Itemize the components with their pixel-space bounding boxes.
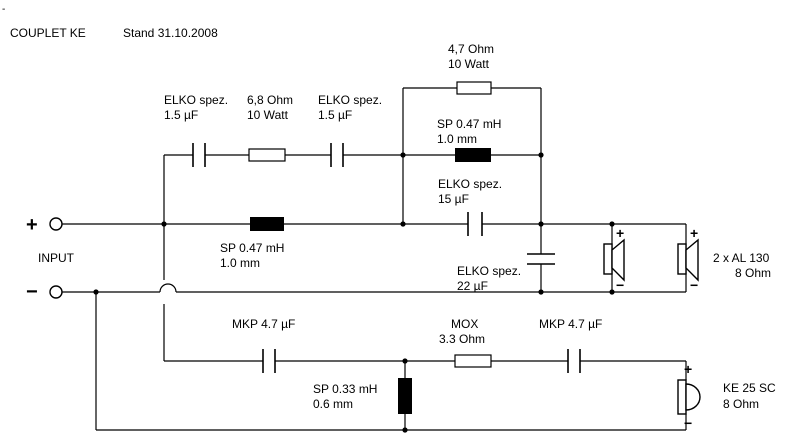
input-minus-terminal[interactable] — [49, 285, 63, 299]
input-plus-terminal[interactable] — [49, 217, 63, 231]
input-label: INPUT — [38, 251, 75, 265]
junction-dot — [609, 221, 615, 227]
junction-dot — [93, 289, 99, 295]
woofer-right-minus: − — [690, 277, 698, 293]
r3-value-label: 3.3 Ohm — [439, 332, 485, 346]
resistor-r3: MOX 3.3 Ohm — [439, 317, 492, 368]
inductor-l2: SP 0.47 mH 1.0 mm — [220, 217, 284, 270]
capacitor-c5: MKP 4.7 µF — [232, 317, 295, 373]
l3-wire-label: 0.6 mm — [313, 397, 353, 411]
c2-type-label: ELKO spez. — [318, 93, 382, 107]
woofer-impedance-label: 8 Ohm — [735, 266, 771, 280]
l1-wire-label: 1.0 mm — [437, 132, 477, 146]
resistor-r1: 6,8 Ohm 10 Watt — [247, 93, 293, 162]
l2-value-label: SP 0.47 mH — [220, 241, 284, 255]
woofer-left-plus: + — [616, 225, 624, 241]
resistor-r2: 4,7 Ohm 10 Watt — [448, 42, 494, 95]
tweeter-impedance-label: 8 Ohm — [723, 397, 759, 411]
junction-dot — [400, 152, 406, 158]
c6-type-label: MKP 4.7 µF — [539, 317, 602, 331]
schematic-date: Stand 31.10.2008 — [123, 26, 218, 40]
tweeter-plus: + — [684, 361, 692, 377]
schematic-title: COUPLET KE — [10, 26, 86, 40]
inductor-l3: SP 0.33 mH 0.6 mm — [313, 378, 412, 414]
c2-value-label: 1.5 µF — [318, 108, 352, 122]
r1-value-label: 6,8 Ohm — [247, 93, 293, 107]
capacitor-c6: MKP 4.7 µF — [539, 317, 602, 373]
c4-type-label: ELKO spez. — [457, 264, 521, 278]
woofer-model-label: 2 x AL 130 — [713, 251, 770, 265]
junction-dot — [538, 289, 544, 295]
c1-value-label: 1.5 µF — [164, 108, 198, 122]
l1-value-label: SP 0.47 mH — [437, 117, 501, 131]
tweeter-model-label: KE 25 SC — [723, 381, 776, 395]
woofer-left-minus: − — [616, 277, 624, 293]
c1-type-label: ELKO spez. — [164, 93, 228, 107]
junction-dot — [161, 221, 167, 227]
r1-power-label: 10 Watt — [247, 108, 289, 122]
inductor-l1: SP 0.47 mH 1.0 mm — [437, 117, 501, 162]
input-terminals: + − INPUT — [26, 214, 75, 303]
woofer-right: + − — [677, 225, 699, 293]
wires — [62, 87, 687, 431]
junction-dot — [609, 289, 615, 295]
r2-power-label: 10 Watt — [448, 57, 490, 71]
junction-dot — [402, 427, 408, 433]
capacitor-c1: ELKO spez. 1.5 µF — [164, 93, 228, 167]
c3-type-label: ELKO spez. — [438, 177, 502, 191]
c4-value-label: 22 µF — [457, 279, 488, 293]
c5-type-label: MKP 4.7 µF — [232, 317, 295, 331]
tweeter-minus: − — [684, 415, 692, 431]
capacitor-c4: ELKO spez. 22 µF — [457, 253, 555, 293]
c3-value-label: 15 µF — [438, 192, 469, 206]
woofer-right-plus: + — [690, 225, 698, 241]
woofer-left: + − — [603, 225, 625, 293]
junctions — [93, 152, 615, 433]
r2-value-label: 4,7 Ohm — [448, 42, 494, 56]
tweeter: + − — [677, 361, 701, 431]
junction-dot — [538, 221, 544, 227]
l3-value-label: SP 0.33 mH — [313, 382, 377, 396]
corner-mark: - — [2, 4, 5, 15]
junction-dot — [400, 221, 406, 227]
junction-dot — [402, 358, 408, 364]
junction-dot — [538, 152, 544, 158]
l2-wire-label: 1.0 mm — [220, 256, 260, 270]
input-plus-sign: + — [26, 214, 38, 236]
capacitor-c3: ELKO spez. 15 µF — [438, 177, 502, 236]
capacitor-c2: ELKO spez. 1.5 µF — [318, 93, 382, 167]
r3-type-label: MOX — [451, 317, 478, 331]
input-minus-sign: − — [26, 281, 38, 303]
